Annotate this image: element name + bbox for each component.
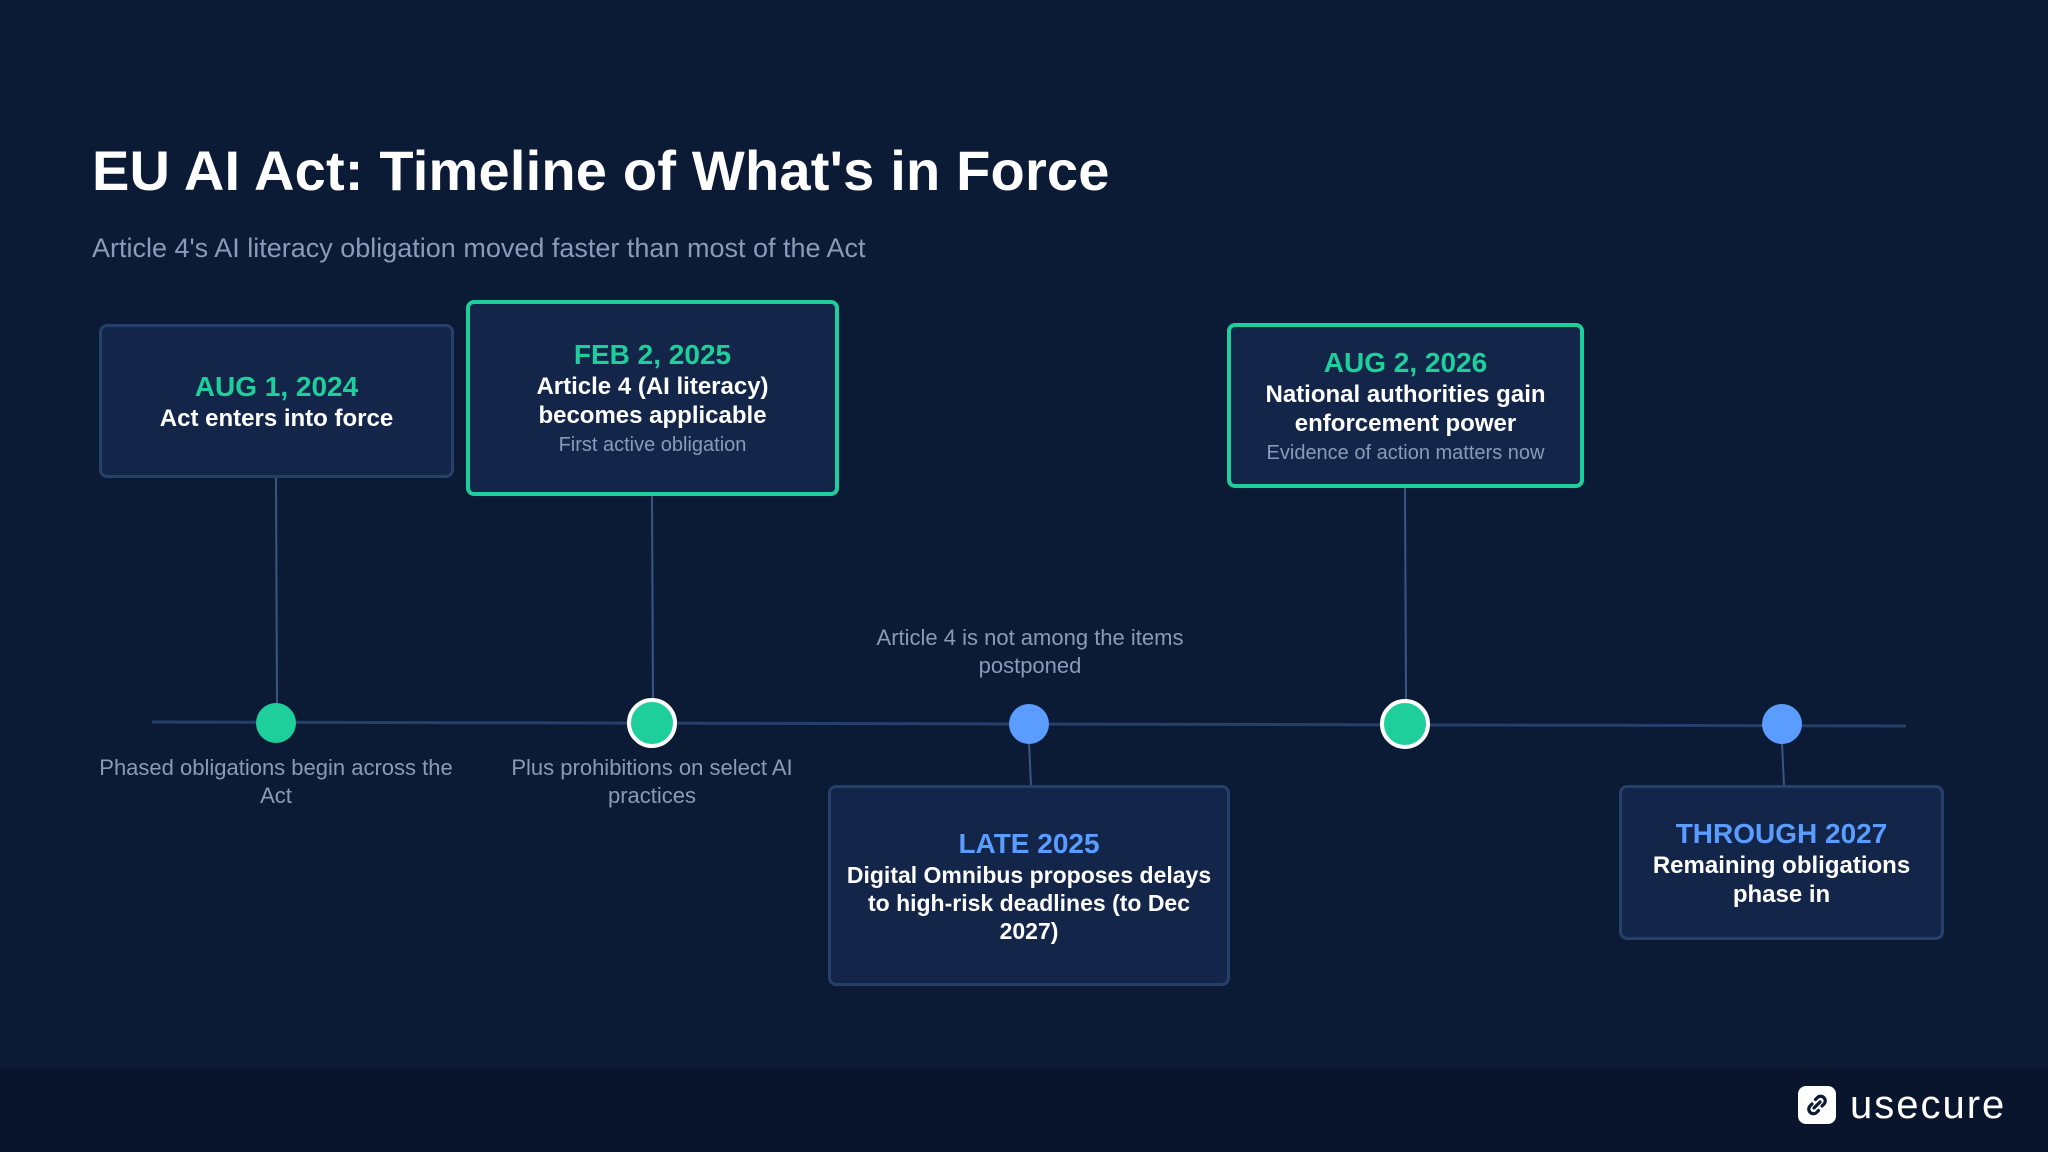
event-caption: Phased obligations begin across the Act <box>99 755 453 808</box>
footer-band <box>0 1068 2048 1152</box>
brand-name: usecure <box>1850 1083 2007 1127</box>
event-note: First active obligation <box>558 434 747 456</box>
event-date: LATE 2025 <box>958 827 1100 859</box>
timeline-dot-late-2025 <box>1009 704 1049 744</box>
event-caption: Article 4 is not among the items postpon… <box>876 625 1184 678</box>
timeline-dot-through-2027 <box>1762 704 1802 744</box>
event-date: THROUGH 2027 <box>1675 817 1888 849</box>
link-icon <box>1798 1086 1836 1124</box>
event-date: AUG 2, 2026 <box>1323 346 1488 378</box>
event-note: Evidence of action matters now <box>1266 441 1545 464</box>
event-headline: Article 4 (AI literacy) becomes applicab… <box>536 373 769 429</box>
connector-event-5 <box>1781 741 1785 787</box>
timeline-dot-feb-2025 <box>627 698 677 748</box>
event-headline: Digital Omnibus proposes delays to high-… <box>846 861 1212 944</box>
event-caption: Plus prohibitions on select AI practices <box>511 755 793 808</box>
event-date: FEB 2, 2025 <box>573 339 732 370</box>
page-title: EU AI Act: Timeline of What's in Force <box>92 139 1110 202</box>
connector-event-3 <box>1028 741 1032 787</box>
brand-logo: usecure <box>1798 1084 2006 1126</box>
timeline-dot-aug-2024 <box>256 703 296 743</box>
connector-event-1 <box>275 477 278 707</box>
event-card-feb-2025: FEB 2, 2025 Article 4 (AI literacy) beco… <box>466 300 839 496</box>
timeline-dot-aug-2026 <box>1380 699 1430 749</box>
page-subtitle: Article 4's AI literacy obligation moved… <box>92 233 866 263</box>
event-card-late-2025: LATE 2025 Digital Omnibus proposes delay… <box>828 785 1230 986</box>
event-card-through-2027: THROUGH 2027 Remaining obligations phase… <box>1619 785 1944 940</box>
event-date: AUG 1, 2024 <box>194 370 359 402</box>
connector-event-2 <box>651 495 654 707</box>
event-card-aug-2026: AUG 2, 2026 National authorities gain en… <box>1227 323 1584 488</box>
event-card-aug-2024: AUG 1, 2024 Act enters into force <box>99 324 454 478</box>
event-headline: Act enters into force <box>159 404 394 432</box>
event-headline: National authorities gain enforcement po… <box>1265 380 1546 437</box>
event-headline: Remaining obligations phase in <box>1652 851 1911 908</box>
connector-event-4 <box>1404 487 1407 701</box>
